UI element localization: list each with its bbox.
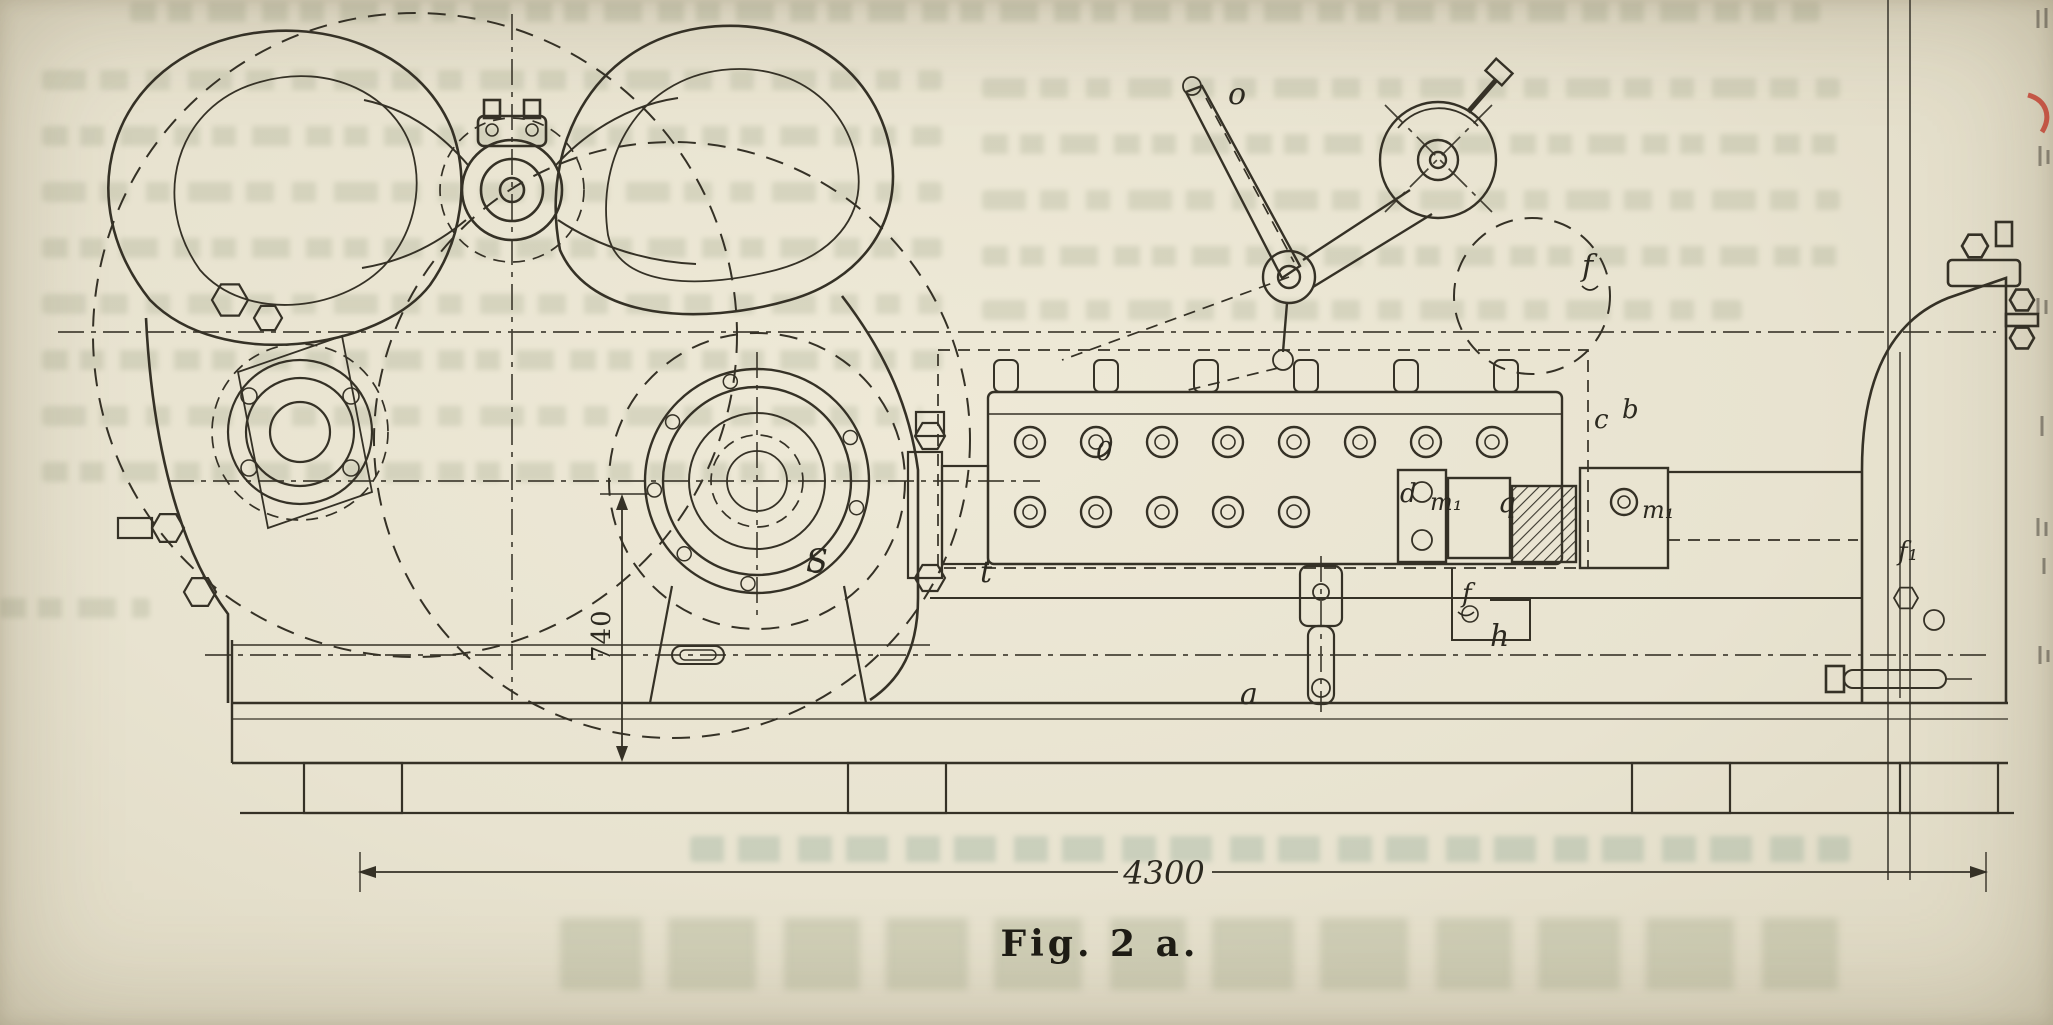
red-pen-mark (2027, 92, 2050, 134)
label-q: q (1498, 486, 1516, 519)
centerlines (58, 14, 1996, 712)
label-f1: f₁ (1896, 537, 1918, 567)
label-h: h (1490, 619, 1509, 654)
right-column (930, 220, 2040, 703)
stuffing-box (906, 410, 990, 593)
bolt-row-upper (1013, 425, 1509, 459)
dimension-lines (358, 493, 1988, 892)
label-m1-right: m₁ (1642, 496, 1674, 524)
valve-chest (986, 359, 1670, 641)
bolt-row-lower (1013, 495, 1311, 529)
bed-plate (230, 640, 2014, 815)
dimension-740: 740 (587, 609, 617, 662)
cylinder (643, 367, 871, 704)
dimension-4300: 4300 (1122, 854, 1204, 892)
foundation-bolt (1843, 669, 1947, 689)
label-lever-o: o (1228, 77, 1246, 112)
label-f-mid: f (1460, 579, 1476, 609)
label-cylinder-s: S (806, 542, 828, 580)
reversing-lever (1182, 56, 1515, 371)
figure-caption: Fig. 2 a. (1001, 923, 1200, 965)
bolt-stack (2008, 288, 2036, 312)
label-c: c (1594, 405, 1609, 435)
edge-text-fragments (2036, 8, 2050, 664)
flange-joint (116, 283, 374, 607)
tilde-under-f-mid (1457, 611, 1475, 617)
label-port-0: 0 (1096, 437, 1113, 467)
label-d: d (1400, 479, 1417, 509)
flywheel (107, 24, 895, 347)
crank-path-circles (92, 12, 1611, 739)
label-a: a (1240, 677, 1258, 712)
label-m1-left: m₁ (1430, 488, 1462, 516)
eccentric-disc (1378, 100, 1498, 220)
column-rule-lines (1887, 0, 1911, 880)
hatched-slide-block (1510, 484, 1578, 564)
hidden-edges (211, 97, 1858, 569)
label-t: t (980, 555, 993, 590)
frame-left (144, 295, 930, 703)
label-f-top: f (1580, 249, 1598, 284)
label-b: b (1622, 395, 1639, 425)
tilde-under-f-top (1581, 285, 1599, 291)
